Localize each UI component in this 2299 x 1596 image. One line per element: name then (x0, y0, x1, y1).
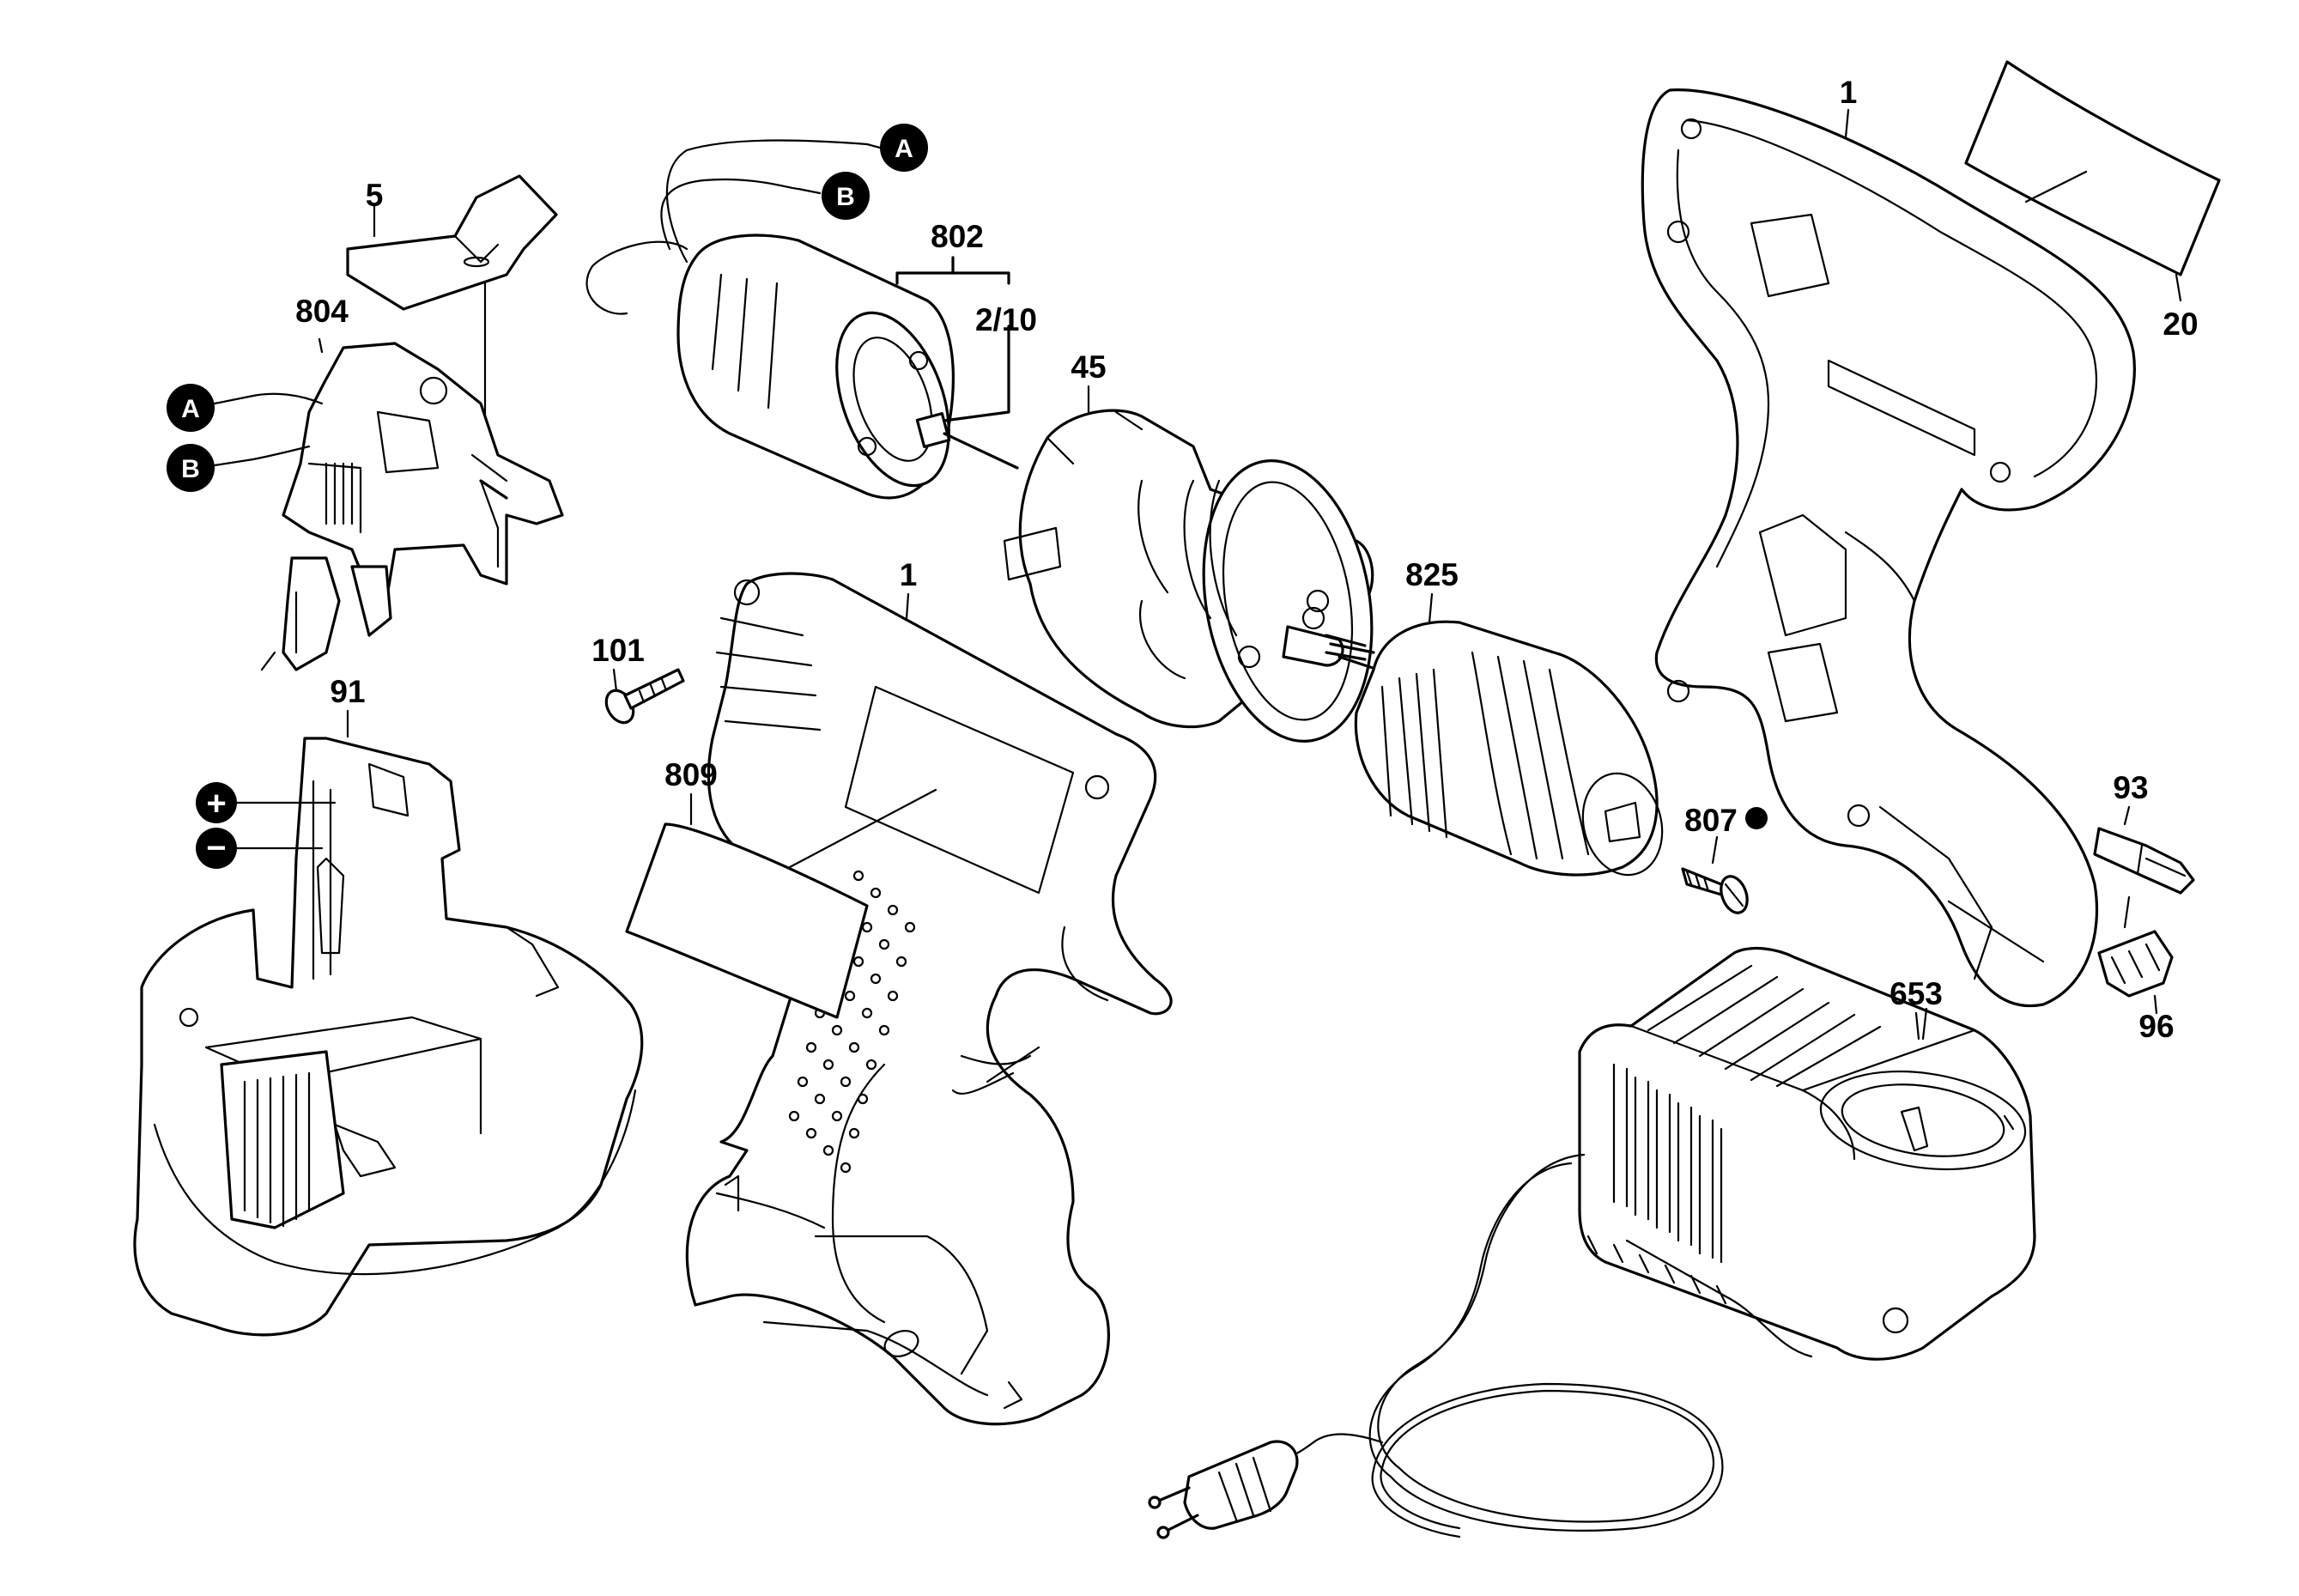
part-label-housing-right: 1 (1840, 75, 1858, 110)
part-label-housing-left: 1 (900, 557, 918, 592)
motor (585, 139, 1019, 500)
wire-leads (213, 392, 337, 850)
connector-a-label: A (181, 395, 200, 423)
part-label-gearbox: 45 (1071, 349, 1106, 385)
part-label-motor: 802 (931, 219, 984, 254)
chuck-screw (1681, 807, 1768, 914)
drill-chuck (1354, 620, 1664, 877)
gearbox (1003, 409, 1392, 743)
label-plate (1964, 60, 2221, 302)
switch-assembly (260, 337, 564, 671)
housing-screw (604, 668, 685, 725)
battery-pack (133, 709, 644, 1337)
terminal-minus-label: − (206, 829, 226, 867)
part-label-charger: 653 (1890, 976, 1943, 1011)
part-label-motor-pinion: 2/10 (975, 302, 1037, 337)
grip-dots (788, 870, 916, 1174)
part-label-label-plate: 20 (2163, 306, 2198, 342)
connector-b-badge-motor: B (822, 172, 870, 220)
part-label-switch: 804 (295, 294, 349, 329)
part-label-bit-holder: 96 (2138, 1009, 2174, 1044)
part-label-chuck: 825 (1405, 557, 1459, 592)
part-label-bit: 93 (2113, 770, 2148, 805)
screwdriver-bit (2093, 805, 2195, 895)
housing-half-right (1641, 88, 2136, 1008)
battery-charger (1578, 947, 2036, 1361)
connector-a-badge-switch: A (167, 384, 215, 432)
part-label-chuck-screw: 807 (1684, 803, 1738, 838)
connector-b-badge-switch: B (167, 444, 215, 492)
connector-a-badge-motor: A (880, 124, 928, 172)
nameplate (625, 788, 937, 1019)
marker-dot (1745, 807, 1768, 829)
leader-lines (905, 108, 1920, 1041)
part-label-nameplate: 809 (664, 757, 718, 792)
terminal-minus-badge: − (196, 828, 237, 869)
part-label-battery: 91 (330, 674, 365, 709)
connector-b-label: B (181, 455, 200, 483)
power-plug (1148, 1440, 1299, 1539)
switch-slider (346, 174, 558, 474)
connector-b-label: B (836, 183, 855, 211)
connector-a-label: A (895, 135, 913, 163)
bit-holder (2097, 895, 2174, 1015)
housing-half-left (685, 572, 1173, 1426)
part-label-switch-slider: 5 (366, 178, 384, 213)
terminal-plus-badge: + (196, 782, 237, 823)
part-label-screw: 101 (591, 633, 645, 668)
terminal-plus-label: + (206, 785, 226, 822)
